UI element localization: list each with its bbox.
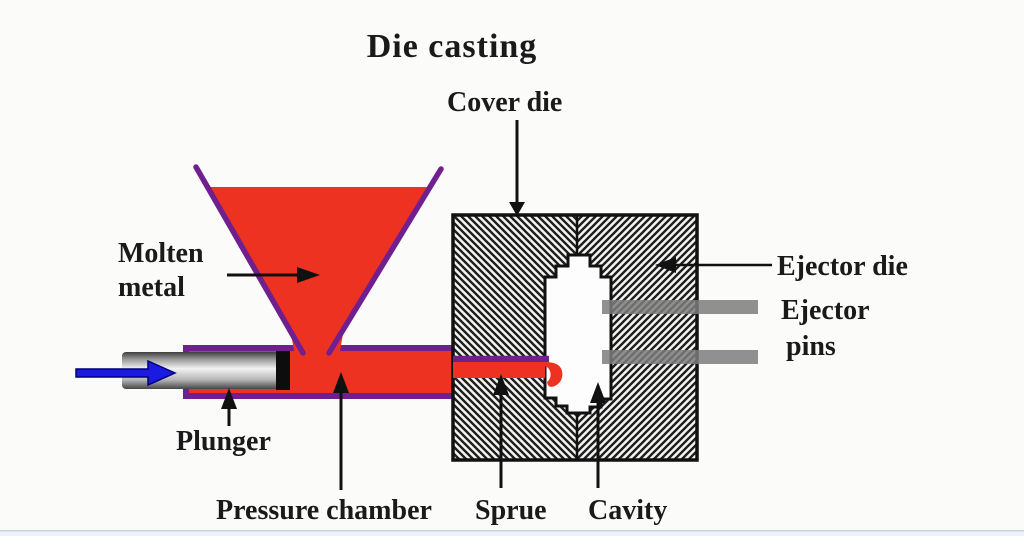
molten-metal-label-line1: Molten	[118, 238, 204, 269]
pressure-chamber-label: Pressure chamber	[216, 495, 432, 526]
cover-die-arrowhead	[509, 202, 525, 216]
cover-die-label: Cover die	[447, 87, 562, 118]
die-cavity	[543, 253, 613, 415]
plunger-arrowhead	[221, 388, 237, 409]
ejector-pins-label-line2: pins	[786, 331, 836, 362]
molten-metal-funnel-fill	[205, 187, 427, 356]
ejector-pins-label-line1: Ejector	[781, 295, 870, 326]
ejector-pin-bottom	[602, 350, 758, 364]
cavity-arrowhead	[590, 382, 606, 403]
sprue-arrowhead	[493, 374, 509, 395]
sprue-metal-tip	[543, 362, 563, 387]
page-title: Die casting	[367, 28, 538, 65]
ejector-pin-top	[602, 300, 758, 314]
annotation-arrows	[221, 120, 772, 490]
footer-strip	[0, 531, 1024, 536]
ejector-die-arrowhead	[655, 257, 676, 273]
sprue-label: Sprue	[475, 495, 547, 526]
sprue-molten-metal	[453, 362, 545, 378]
cavity-label: Cavity	[588, 495, 667, 526]
funnel-right-wall	[326, 166, 444, 356]
plunger-push-arrow	[75, 359, 177, 387]
plunger-tip	[276, 351, 290, 390]
molten-metal-label-line2: metal	[118, 272, 185, 303]
footer-divider	[0, 530, 1024, 532]
funnel-left-wall	[193, 164, 306, 356]
molten-metal-arrowhead	[297, 267, 320, 283]
plunger-label: Plunger	[176, 426, 271, 457]
die-block-border	[451, 213, 699, 462]
ejector-die-label: Ejector die	[777, 251, 908, 282]
pressure-chamber-arrowhead	[333, 372, 349, 393]
